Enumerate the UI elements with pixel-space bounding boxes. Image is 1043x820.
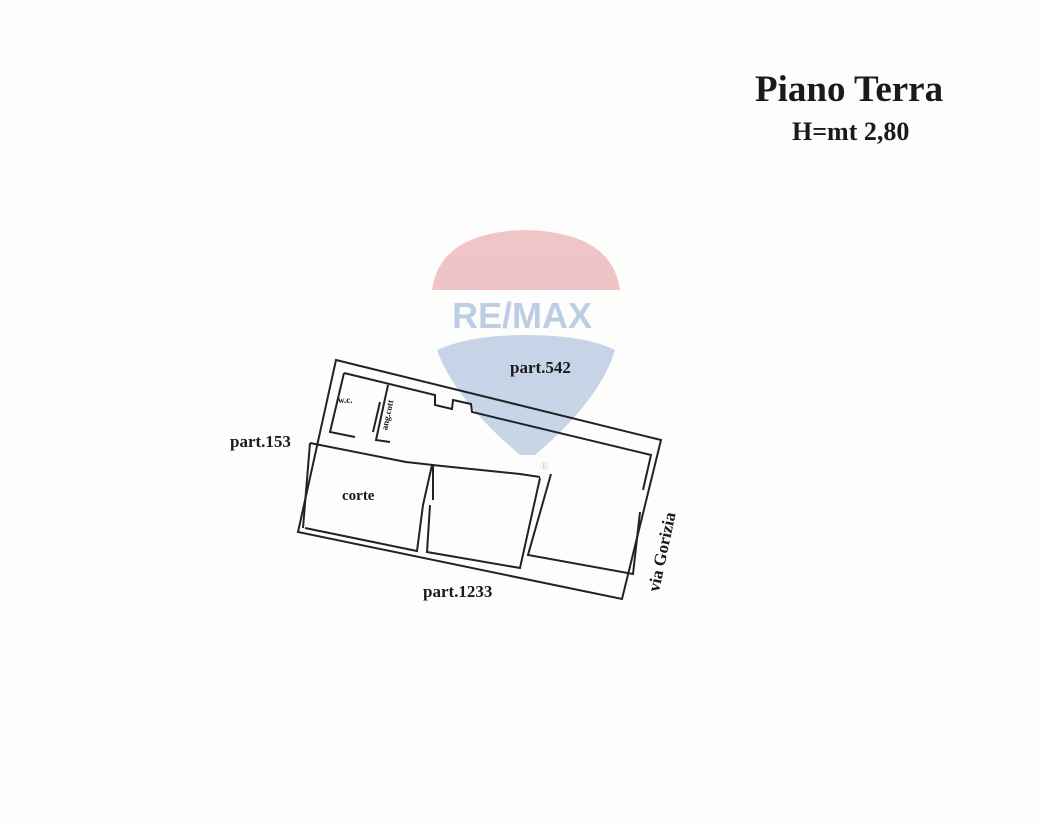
label-part-153: part.153 <box>230 432 291 451</box>
ceiling-height: H=mt 2,80 <box>792 117 910 146</box>
page-title: Piano Terra <box>755 69 944 110</box>
label-corte: corte <box>342 488 375 504</box>
remax-balloon-watermark: RE/MAX <box>432 230 620 455</box>
svg-text:RE/MAX: RE/MAX <box>452 295 592 336</box>
label-part-542: part.542 <box>510 358 571 377</box>
registered-mark: ® <box>540 459 549 473</box>
label-wc: w.c. <box>338 395 353 405</box>
walls <box>296 358 663 601</box>
label-part-1233: part.1233 <box>423 582 493 601</box>
